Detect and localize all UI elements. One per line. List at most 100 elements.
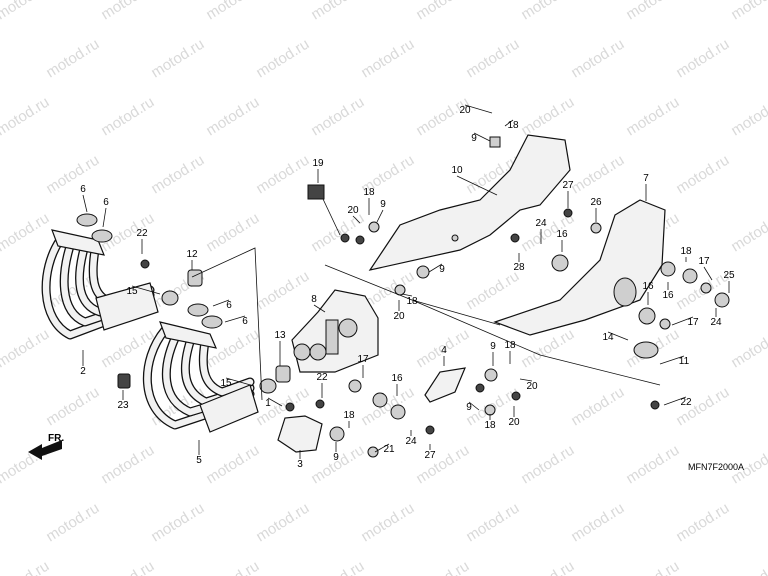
callout-label-c24c: 24 xyxy=(405,436,417,447)
callout-label-c18g: 18 xyxy=(343,410,355,421)
watermark-text-114: motod.ru xyxy=(358,500,417,546)
watermark-text-113: motod.ru xyxy=(253,500,312,546)
callout-leader-c6b xyxy=(102,207,107,228)
watermark-text-75: motod.ru xyxy=(463,268,522,314)
front-direction-label: FR. xyxy=(48,433,64,444)
callout-label-c6c: 6 xyxy=(226,300,232,311)
watermark-text-48: motod.ru xyxy=(728,94,768,140)
watermark-text-61: motod.ru xyxy=(0,210,52,256)
callout-label-c22a: 22 xyxy=(136,228,148,239)
callout-leader-c18a xyxy=(504,119,514,127)
watermark-text-105: motod.ru xyxy=(413,442,472,488)
callout-leader-c18c xyxy=(401,293,413,297)
callout-leader-c20a xyxy=(464,104,493,114)
callout-label-c25: 25 xyxy=(723,270,735,281)
watermark-text-25: motod.ru xyxy=(413,0,472,23)
callout-label-c18c: 18 xyxy=(406,296,418,307)
callout-leader-c6c xyxy=(212,299,230,307)
callout-label-c18a: 18 xyxy=(507,120,519,131)
watermark-text-45: motod.ru xyxy=(413,94,472,140)
callout-leader-c9b xyxy=(376,209,384,223)
callout-leader-c1 xyxy=(267,397,283,407)
callout-leader-c8 xyxy=(313,304,326,313)
callout-label-c27b: 27 xyxy=(424,450,436,461)
callout-label-c15b: 15 xyxy=(220,378,232,389)
watermark-text-24: motod.ru xyxy=(308,0,367,23)
callout-label-c8: 8 xyxy=(311,294,317,305)
watermark-text-53: motod.ru xyxy=(253,152,312,198)
callout-leader-c10 xyxy=(456,175,498,196)
callout-label-c17b: 17 xyxy=(687,317,699,328)
callout-layer: 2018919101820966221215668918202726724162… xyxy=(80,104,735,470)
callout-label-c17c: 17 xyxy=(357,354,369,365)
callout-label-c20a: 20 xyxy=(459,105,471,116)
callout-label-c19: 19 xyxy=(312,158,324,169)
exhaust-pipe-front xyxy=(41,229,159,340)
callout-label-c18b: 18 xyxy=(363,187,375,198)
callout-label-c4: 4 xyxy=(441,345,447,356)
muffler xyxy=(493,199,666,336)
watermark-text-22: motod.ru xyxy=(98,0,157,23)
callout-label-c3: 3 xyxy=(297,459,303,470)
callout-label-c9d: 9 xyxy=(490,341,496,352)
watermark-text-125: motod.ru xyxy=(413,558,472,576)
callout-leader-c6d xyxy=(224,315,246,323)
watermark-text-124: motod.ru xyxy=(308,558,367,576)
callout-leader-c20d xyxy=(519,378,533,382)
watermark-text-33: motod.ru xyxy=(253,36,312,82)
watermark-text-106: motod.ru xyxy=(518,442,577,488)
watermark-text-35: motod.ru xyxy=(463,36,522,82)
callout-leader-c9a xyxy=(473,132,491,142)
watermark-text-103: motod.ru xyxy=(203,442,262,488)
callout-label-c12: 12 xyxy=(186,249,198,260)
callout-label-c18f: 18 xyxy=(484,420,496,431)
watermark-text-42: motod.ru xyxy=(98,94,157,140)
callout-label-c28: 28 xyxy=(513,262,525,273)
watermark-text-122: motod.ru xyxy=(98,558,157,576)
watermark-text-81: motod.ru xyxy=(0,326,52,372)
callout-label-c16b: 16 xyxy=(662,290,674,301)
callout-label-c20c: 20 xyxy=(393,311,405,322)
callout-label-c20d: 20 xyxy=(526,381,538,392)
callout-label-c27a: 27 xyxy=(562,180,574,191)
watermark-text-64: motod.ru xyxy=(308,210,367,256)
callout-label-c15a: 15 xyxy=(126,286,138,297)
watermark-text-128: motod.ru xyxy=(728,558,768,576)
upper-heat-cover xyxy=(368,134,571,271)
callout-leader-c11 xyxy=(659,355,685,365)
callout-label-c11: 11 xyxy=(679,356,690,367)
callout-leader-c17b xyxy=(671,316,694,326)
callout-label-c21: 21 xyxy=(383,444,395,455)
callout-label-c14: 14 xyxy=(602,332,614,343)
watermark-text-21: motod.ru xyxy=(0,0,52,23)
exhaust-pipe-rear xyxy=(142,321,259,433)
watermark-text-115: motod.ru xyxy=(463,500,522,546)
watermark-text-34: motod.ru xyxy=(358,36,417,82)
callout-label-c24a: 24 xyxy=(535,218,547,229)
watermark-text-28: motod.ru xyxy=(728,0,768,23)
callout-label-c9f: 9 xyxy=(333,452,339,463)
watermark-text-23: motod.ru xyxy=(203,0,262,23)
watermark-text-36: motod.ru xyxy=(568,36,627,82)
callout-label-c6d: 6 xyxy=(242,316,248,327)
watermark-text-73: motod.ru xyxy=(253,268,312,314)
callout-label-c10: 10 xyxy=(451,165,463,176)
watermark-text-96: motod.ru xyxy=(568,384,627,430)
watermark-text-83: motod.ru xyxy=(203,326,262,372)
watermark-text-47: motod.ru xyxy=(623,94,682,140)
callout-label-c9a: 9 xyxy=(471,133,477,144)
callout-label-c22b: 22 xyxy=(680,397,692,408)
callout-label-c2: 2 xyxy=(80,366,86,377)
callout-label-c16d: 16 xyxy=(391,373,403,384)
watermark-text-26: motod.ru xyxy=(518,0,577,23)
watermark-text-121: motod.ru xyxy=(0,558,52,576)
callout-label-c9b: 9 xyxy=(380,199,386,210)
callout-leader-c9e xyxy=(468,401,480,411)
callout-label-c20b: 20 xyxy=(347,205,359,216)
callout-label-c6a: 6 xyxy=(80,184,86,195)
callout-leader-c17a xyxy=(703,266,713,281)
watermark-text-57: motod.ru xyxy=(673,152,732,198)
callout-label-c13: 13 xyxy=(274,330,286,341)
